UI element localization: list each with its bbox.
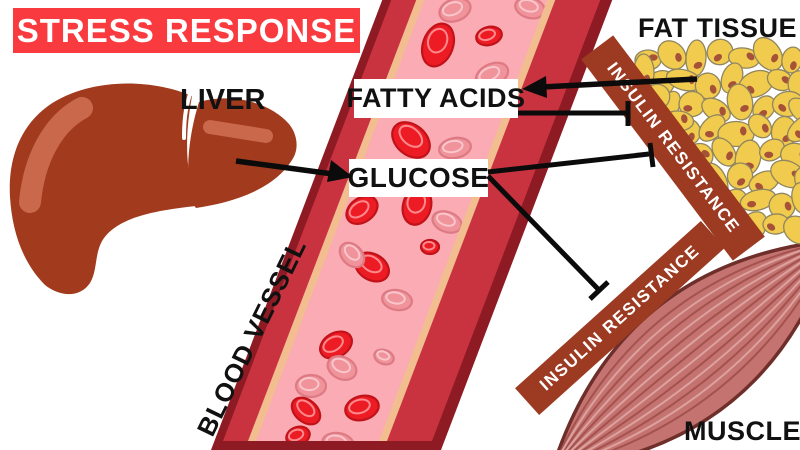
- fatty-acids-label-box: FATTY ACIDS: [347, 79, 525, 118]
- glucose-label-box: GLUCOSE: [347, 159, 490, 197]
- fat-tissue-label: FAT TISSUE: [638, 13, 798, 43]
- blocked-line-fatty-acids: [518, 101, 631, 126]
- glucose-text: GLUCOSE: [347, 162, 490, 193]
- fat-tissue-graphic: [633, 36, 800, 245]
- arrow-fat-to-fatty-acids: [522, 76, 698, 98]
- liver-graphic: [9, 83, 297, 295]
- blocked-line-glucose-to-fat: [487, 142, 656, 175]
- muscle-label: MUSCLE: [684, 416, 800, 446]
- arrow-liver-to-glucose: [235, 158, 353, 182]
- fatty-acids-text: FATTY ACIDS: [346, 83, 526, 113]
- liver-label: LIVER: [180, 84, 266, 116]
- liver-lobe-separation: [182, 92, 192, 140]
- liver-right-lobe-highlight: [203, 120, 273, 143]
- muscle-graphic: [538, 236, 800, 450]
- muscle-belly: [557, 243, 800, 450]
- blocked-line-glucose-to-muscle: [486, 174, 610, 301]
- title-banner: STRESS RESPONSE: [13, 8, 360, 53]
- muscle-fibers: [552, 240, 800, 450]
- title-text: STRESS RESPONSE: [16, 11, 357, 49]
- liver-highlight: [19, 97, 93, 213]
